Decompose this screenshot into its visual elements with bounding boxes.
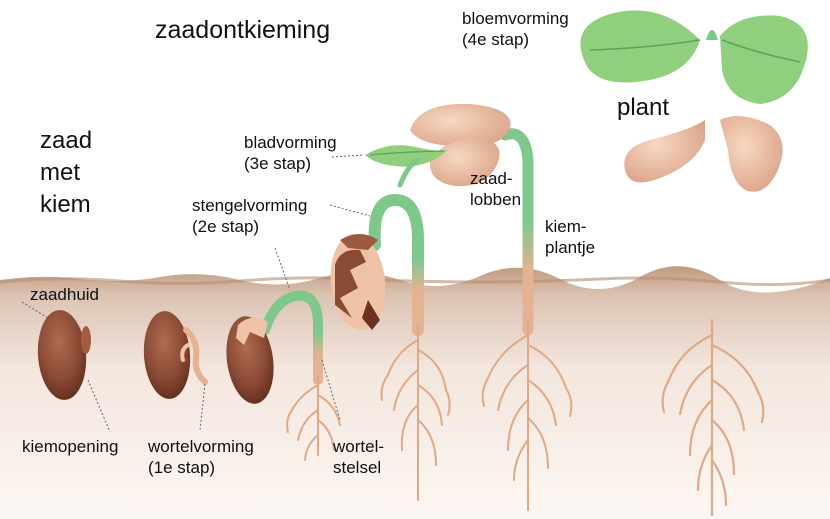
- label-seed-coat: zaadhuid: [30, 285, 100, 304]
- label-cotyledons: zaad- lobben: [470, 169, 522, 209]
- label-plant: plant: [617, 94, 670, 121]
- seed-stage-6: [580, 10, 808, 517]
- label-flower-formation: bloemvorming (4e stap): [462, 9, 569, 49]
- seed-stage-1: [21, 301, 111, 433]
- label-root-system: wortel- stelsel: [333, 437, 385, 477]
- label-leaf-formation: bladvorming (3e stap): [244, 133, 337, 173]
- seed-stage-5: [331, 103, 573, 511]
- label-root-formation: wortelvorming (1e stap): [148, 437, 254, 477]
- seed-stage-3: [226, 247, 341, 461]
- label-stem-formation: stengelvorming (2e stap): [192, 196, 308, 236]
- soil: [0, 266, 830, 519]
- seed-stage-4: [329, 193, 451, 501]
- seed-stage-2: [143, 311, 208, 431]
- label-seedling: kiem- plantje: [545, 217, 596, 257]
- label-seed-with-embryo: zaad met kiem: [40, 127, 93, 218]
- label-micropyle: kiemopening: [22, 437, 119, 456]
- diagram-title: zaadontkieming: [155, 16, 331, 44]
